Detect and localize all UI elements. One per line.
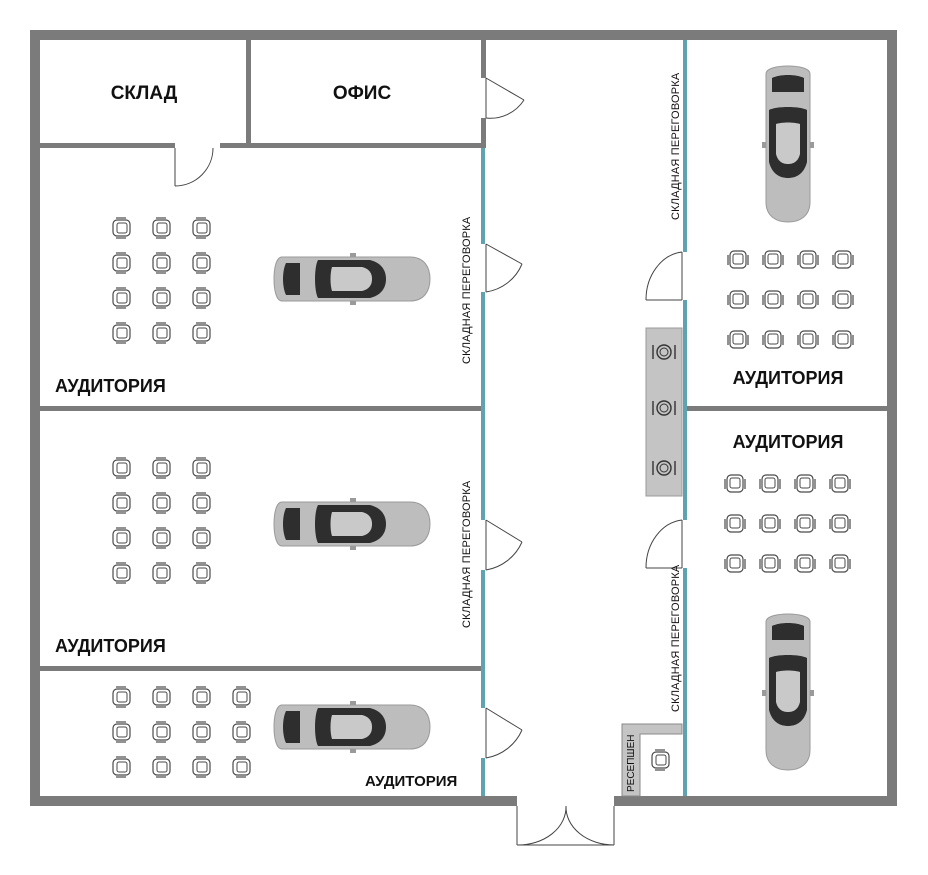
outer-walls <box>30 30 897 806</box>
chair-icon <box>112 287 131 309</box>
chair-grid-left-1 <box>112 217 211 344</box>
chair-icon <box>192 287 211 309</box>
room-label-auditorium-left-1: АУДИТОРИЯ <box>55 376 166 396</box>
chair-icon <box>152 756 171 778</box>
chair-icon <box>152 686 171 708</box>
chair-icon <box>759 474 781 493</box>
chair-icon <box>232 721 251 743</box>
partition-label-left-2: СКЛАДНАЯ ПЕРЕГОВОРКА <box>461 480 473 628</box>
chair-icon <box>759 514 781 533</box>
chair-icon <box>192 756 211 778</box>
room-label-auditorium-left-3: АУДИТОРИЯ <box>365 773 457 790</box>
chair-icon <box>152 322 171 344</box>
chair-icon <box>112 252 131 274</box>
chair-icon <box>724 514 746 533</box>
chair-icon <box>192 562 211 584</box>
chair-icon <box>232 756 251 778</box>
chair-icon <box>112 686 131 708</box>
door-icon-storage <box>174 147 214 187</box>
chair-icon <box>192 686 211 708</box>
car-icon-left-1 <box>273 252 431 306</box>
chair-icon <box>829 514 851 533</box>
chair-icon <box>724 474 746 493</box>
chair-icon <box>192 217 211 239</box>
car-icon-left-2 <box>273 497 431 551</box>
chair-icon <box>112 492 131 514</box>
interior-walls <box>40 40 887 671</box>
chair-icon <box>192 527 211 549</box>
chair-icon <box>762 250 784 269</box>
chair-icon <box>192 457 211 479</box>
chair-icon <box>832 290 854 309</box>
chair-icon <box>112 457 131 479</box>
chair-icon <box>152 492 171 514</box>
chair-grid-left-3 <box>112 686 251 778</box>
chair-icon <box>724 554 746 573</box>
door-icon-right-1 <box>645 251 683 301</box>
chair-icon-reception <box>651 749 670 771</box>
chair-icon <box>794 554 816 573</box>
door-icon-right-2 <box>645 519 683 569</box>
door-icon-left-1 <box>485 243 523 293</box>
room-label-storage: СКЛАД <box>111 83 178 104</box>
chair-icon <box>112 562 131 584</box>
chair-icon <box>152 287 171 309</box>
chair-icon <box>762 290 784 309</box>
chair-icon <box>192 322 211 344</box>
chair-icon <box>797 290 819 309</box>
partition-label-right-1: СКЛАДНАЯ ПЕРЕГОВОРКА <box>670 72 682 220</box>
chair-icon <box>759 554 781 573</box>
chair-icon <box>152 562 171 584</box>
chair-icon <box>152 217 171 239</box>
reception-label: РЕСЕПШЕН <box>626 735 637 792</box>
chair-icon <box>152 527 171 549</box>
door-icon-left-2 <box>485 519 523 571</box>
chair-grid-right-1 <box>727 250 854 349</box>
door-icon-left-3 <box>485 707 523 759</box>
chair-icon <box>152 457 171 479</box>
chair-icon <box>152 721 171 743</box>
chair-icon <box>762 330 784 349</box>
chair-grid-left-2 <box>112 457 211 584</box>
chair-icon <box>829 474 851 493</box>
doors <box>174 77 683 846</box>
partition-label-right-2: СКЛАДНАЯ ПЕРЕГОВОРКА <box>670 564 682 712</box>
chair-icon <box>112 756 131 778</box>
reception-desk: РЕСЕПШЕН <box>621 723 683 797</box>
door-icon-entrance <box>516 805 615 846</box>
chair-icon <box>832 250 854 269</box>
chair-icon <box>727 250 749 269</box>
chair-icon <box>727 330 749 349</box>
room-label-office: ОФИС <box>333 83 392 104</box>
room-label-auditorium-right-1: АУДИТОРИЯ <box>733 368 844 388</box>
chair-icon <box>192 492 211 514</box>
chair-icon <box>727 290 749 309</box>
door-icon-office <box>485 77 525 119</box>
chair-icon <box>152 252 171 274</box>
room-label-auditorium-left-2: АУДИТОРИЯ <box>55 636 166 656</box>
car-icon-right-2 <box>761 613 815 771</box>
chair-icon <box>829 554 851 573</box>
chair-icon <box>112 322 131 344</box>
chair-icon <box>112 217 131 239</box>
chair-icon <box>797 250 819 269</box>
room-label-auditorium-right-2: АУДИТОРИЯ <box>733 432 844 452</box>
car-icon-right-1 <box>761 65 815 223</box>
chair-icon <box>832 330 854 349</box>
chair-icon <box>192 252 211 274</box>
car-icon-left-3 <box>273 700 431 754</box>
chair-icon <box>794 474 816 493</box>
partition-label-left-1: СКЛАДНАЯ ПЕРЕГОВОРКА <box>461 216 473 364</box>
chair-icon <box>112 527 131 549</box>
chair-icon <box>192 721 211 743</box>
chair-icon <box>232 686 251 708</box>
folding-partition-walls <box>481 40 687 796</box>
chair-icon <box>794 514 816 533</box>
chair-icon <box>112 721 131 743</box>
buffet-counter <box>645 327 683 497</box>
chair-grid-right-2 <box>724 474 851 573</box>
chair-icon <box>797 330 819 349</box>
